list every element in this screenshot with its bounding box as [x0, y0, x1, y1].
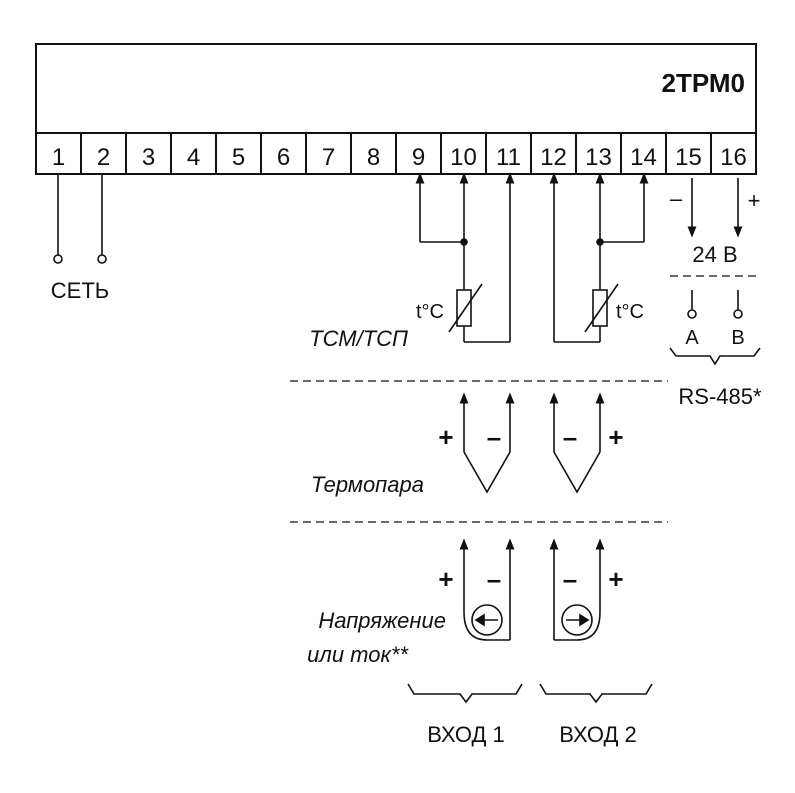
rtd-sensor-1 — [415, 172, 515, 343]
terminal-number-6: 6 — [277, 144, 290, 171]
rtd-temp-label-left: t°C — [416, 301, 444, 323]
supply-voltage: 24 В — [692, 242, 737, 267]
vs2-plus: + — [608, 564, 623, 594]
tc1-minus: – — [487, 422, 501, 452]
device-title: 2ТРМ0 — [662, 68, 745, 98]
tc2-plus: + — [608, 422, 623, 452]
tc1-plus: + — [438, 422, 453, 452]
supply-minus: – — [670, 186, 683, 211]
rtd-label: ТСМ/ТСП — [309, 326, 408, 351]
vs1-minus: – — [487, 564, 501, 594]
rs485-b: В — [731, 327, 744, 349]
terminal-number-8: 8 — [367, 144, 380, 171]
rs485-label: RS-485* — [678, 384, 762, 409]
rtd-sensor-2 — [549, 172, 649, 343]
supply-plus: + — [748, 188, 761, 213]
terminal-number-12: 12 — [540, 144, 567, 171]
terminal-number-16: 16 — [720, 144, 747, 171]
power-label: СЕТЬ — [51, 278, 109, 303]
voltage-label-line1: Напряжение — [318, 608, 446, 633]
terminal-number-14: 14 — [630, 144, 657, 171]
voltage-source-1 — [459, 538, 515, 641]
terminal-number-4: 4 — [187, 144, 200, 171]
terminal-number-10: 10 — [450, 144, 477, 171]
input-1-label: ВХОД 1 — [427, 722, 505, 747]
terminal-number-11: 11 — [496, 144, 521, 171]
voltage-source-2 — [549, 538, 605, 641]
rtd-temp-label-right: t°C — [616, 301, 644, 323]
terminal-number-13: 13 — [585, 144, 612, 171]
terminal-number-3: 3 — [142, 144, 155, 171]
supply-connection — [687, 178, 743, 238]
vs1-plus: + — [438, 564, 453, 594]
terminal-number-2: 2 — [97, 144, 110, 171]
rs485-connection — [669, 290, 761, 366]
input-2-label: ВХОД 2 — [559, 722, 637, 747]
terminal-number-15: 15 — [675, 144, 702, 171]
input-braces — [407, 683, 653, 704]
terminal-dividers — [80, 133, 712, 174]
rs485-a: А — [685, 327, 699, 349]
terminal-number-1: 1 — [52, 144, 65, 171]
terminal-number-7: 7 — [322, 144, 335, 171]
tc2-minus: – — [563, 422, 577, 452]
thermocouple-label: Термопара — [311, 472, 424, 497]
thermocouple-1 — [459, 392, 515, 494]
power-connection — [53, 174, 107, 264]
vs2-minus: – — [563, 564, 577, 594]
thermocouple-2 — [549, 392, 605, 494]
voltage-label-line2: или ток** — [307, 642, 409, 667]
terminal-number-5: 5 — [232, 144, 245, 171]
terminal-number-9: 9 — [412, 144, 425, 171]
